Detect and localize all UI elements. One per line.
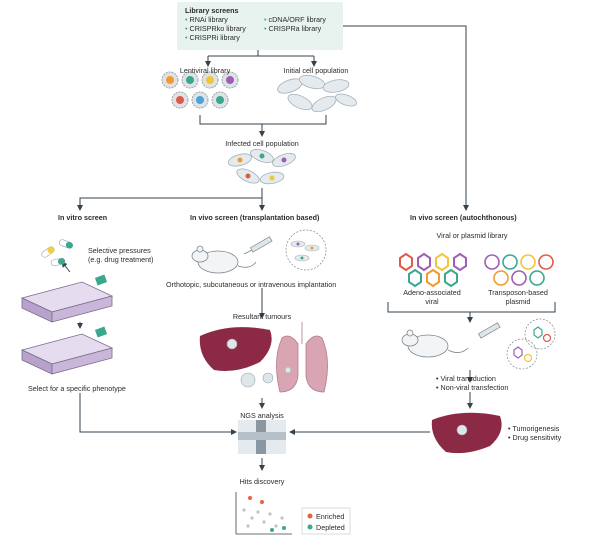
library-list-2: cDNA/ORF library CRISPRa library: [264, 15, 327, 33]
tumours-label: Resultant tumours: [232, 312, 292, 321]
transposon-label-2: plasmid: [505, 297, 531, 306]
library-item: cDNA/ORF library: [264, 15, 327, 24]
mouse-transplant: [191, 245, 257, 274]
library-list-1: RNAi library CRISPRko library CRISPRi li…: [185, 15, 246, 43]
liver-transplant: [199, 327, 272, 371]
lentiviral-particles: [161, 71, 239, 109]
outcome-item: Drug sensitivity: [508, 433, 562, 442]
ngs-label: NGS analysis: [240, 411, 284, 420]
tumour-spheres: [240, 372, 274, 388]
implant-text: Orthotopic, subcutaneous or intravenous …: [166, 280, 337, 289]
syringe-transplant: [243, 236, 273, 255]
delivery-list: Viral transduction Non-viral transfectio…: [436, 374, 509, 392]
initial-label: Initial cell population: [283, 66, 349, 75]
ngs-icon: [238, 420, 286, 454]
initial-cells: [277, 74, 357, 113]
vector-library-label: Viral or plasmid library: [436, 231, 508, 240]
hits-label: Hits discovery: [239, 477, 285, 486]
library-item: CRISPRi library: [185, 33, 246, 42]
hits-scatter: [235, 492, 292, 535]
culture-flask-bottom: [20, 326, 114, 375]
infected-label: Infected cell population: [225, 139, 299, 148]
vector-circles-autochthonous: [506, 318, 556, 370]
library-item: CRISPRa library: [264, 24, 326, 33]
transplant-title: In vivo screen (transplantation based): [190, 213, 320, 222]
outcome-item: Tumorigenesis: [508, 424, 561, 433]
transposon-plasmids: [484, 254, 554, 286]
liver-autochthonous: [431, 412, 502, 454]
lungs-transplant: [276, 322, 328, 393]
aav-label-2: viral: [425, 297, 439, 306]
culture-flask-top: [20, 274, 114, 323]
library-item: RNAi library: [185, 15, 246, 24]
outcome-list: Tumorigenesis Drug sensitivity: [508, 424, 561, 442]
pressure-text-2: (e.g. drug treatment): [88, 255, 154, 264]
select-phenotype: Select for a specific phenotype: [28, 384, 126, 393]
legend-depleted-swatch: [307, 524, 313, 530]
legend-depleted: Depleted: [316, 523, 345, 532]
injected-cells-circle: [285, 229, 327, 271]
legend-enriched-swatch: [307, 513, 313, 519]
aav-label-1: Adeno-associated: [403, 288, 461, 297]
library-title: Library screens: [185, 6, 239, 15]
autochthonous-title: In vivo screen (autochthonous): [410, 213, 517, 222]
syringe-autochthonous: [477, 322, 501, 339]
pressure-text-1: Selective pressures: [88, 246, 151, 255]
infected-cells: [227, 149, 296, 185]
legend-box: [301, 507, 351, 535]
delivery-item: Viral transduction: [436, 374, 508, 383]
library-item: CRISPRko library: [185, 24, 246, 33]
delivery-item: Non-viral transfection: [436, 383, 509, 392]
transposon-label-1: Transposon-based: [488, 288, 548, 297]
lentiviral-label: Lentiviral library: [179, 66, 231, 75]
connector-lines: [61, 25, 556, 471]
mouse-autochthonous: [401, 329, 469, 358]
legend-enriched: Enriched: [316, 512, 345, 521]
aav-particles: [399, 252, 467, 288]
invitro-title: In vitro screen: [58, 213, 108, 222]
drug-pills: [41, 239, 74, 266]
